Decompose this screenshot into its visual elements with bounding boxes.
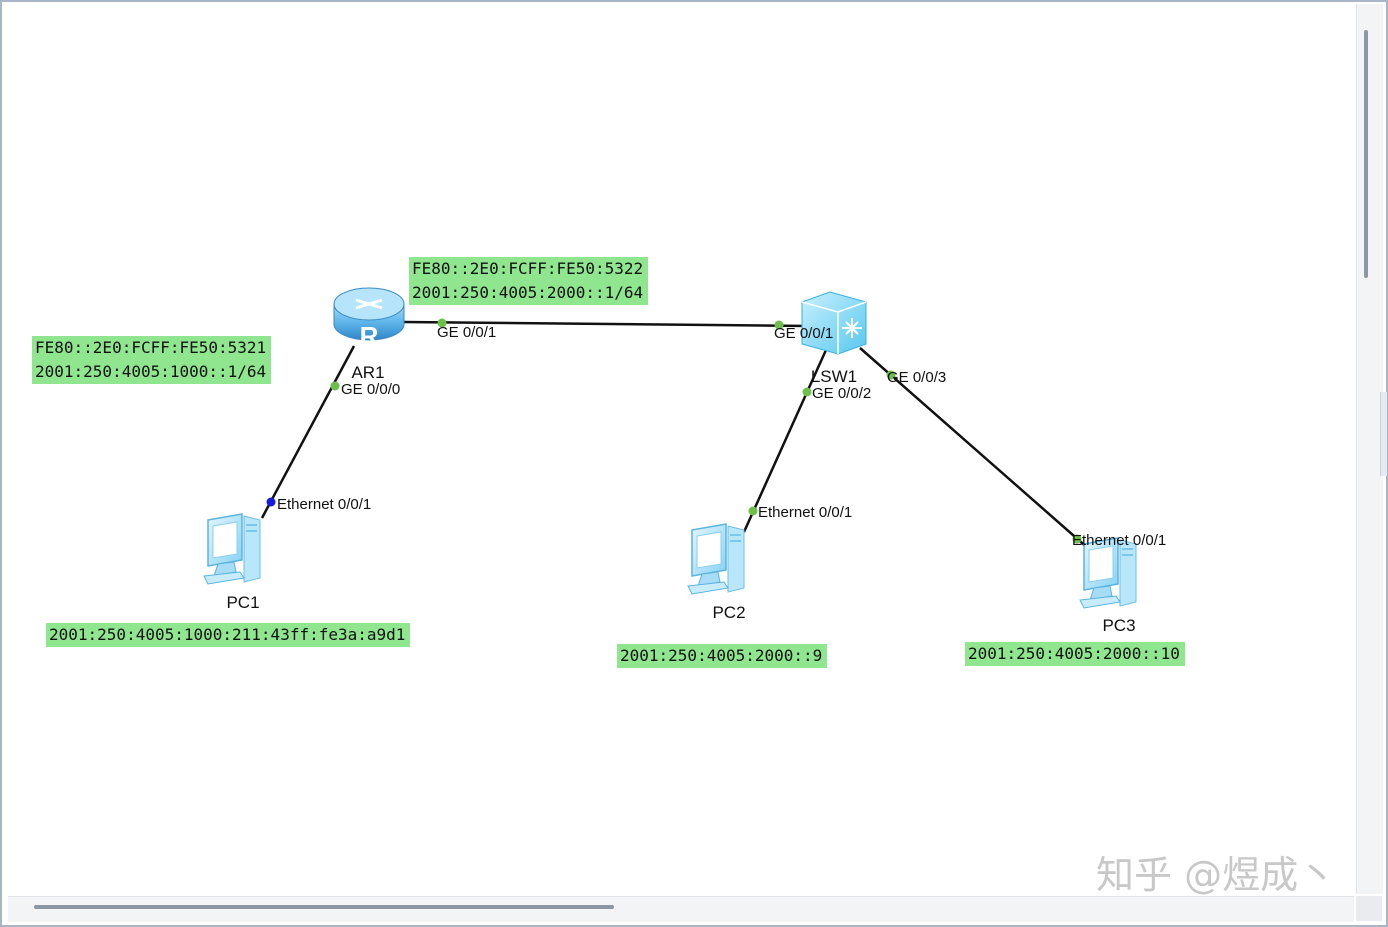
port-label: GE 0/0/1: [774, 325, 833, 342]
port-dot[interactable]: [774, 320, 784, 330]
port-dot[interactable]: [266, 497, 276, 507]
port-label: GE 0/0/0: [341, 381, 400, 398]
port-dot[interactable]: [437, 318, 447, 328]
device-label-pc2: PC2: [712, 603, 745, 622]
link-lsw1-pc2[interactable]: [742, 349, 828, 533]
port-label: GE 0/0/3: [887, 369, 946, 386]
address-line: FE80::2E0:FCFF:FE50:5321: [35, 338, 267, 357]
address-label-pc2[interactable]: 2001:250:4005:2000::9: [617, 644, 828, 668]
port-label: GE 0/0/1: [437, 324, 496, 341]
link-ar1-pc1[interactable]: [260, 345, 356, 519]
vertical-scrollbar[interactable]: [1356, 4, 1383, 894]
port-dot[interactable]: [748, 506, 758, 516]
pc-icon[interactable]: [203, 513, 261, 585]
port-label: Ethernet 0/0/1: [1072, 532, 1166, 549]
router-icon[interactable]: R: [333, 287, 405, 351]
port-dot[interactable]: [886, 370, 896, 380]
link-ar1-lsw1[interactable]: [403, 320, 809, 328]
device-label-lsw1: LSW1: [811, 367, 857, 386]
address-label-pc3[interactable]: 2001:250:4005:2000::10: [965, 642, 1185, 666]
horizontal-scrollbar-thumb[interactable]: [34, 905, 614, 909]
port-dot[interactable]: [330, 381, 340, 391]
topology-canvas[interactable]: [8, 4, 1354, 894]
address-label-pc1[interactable]: 2001:250:4005:1000:211:43ff:fe3a:a9d1: [46, 623, 411, 647]
port-dot[interactable]: [1072, 534, 1082, 544]
pc-icon[interactable]: [687, 523, 745, 595]
horizontal-scrollbar[interactable]: [8, 896, 1354, 922]
side-panel-handle[interactable]: [1380, 392, 1387, 476]
device-label-ar1: AR1: [351, 363, 384, 382]
address-line: 2001:250:4005:1000::1/64: [35, 362, 267, 381]
address-line: 2001:250:4005:2000::1/64: [412, 283, 644, 302]
scrollbar-corner: [1356, 896, 1382, 921]
vertical-scrollbar-thumb[interactable]: [1364, 30, 1368, 278]
link-lsw1-pc3[interactable]: [859, 347, 1091, 551]
watermark: 知乎 @煜成丶: [1096, 853, 1337, 897]
switch-icon[interactable]: [801, 291, 867, 355]
port-label: GE 0/0/2: [812, 385, 871, 402]
svg-text:R: R: [360, 321, 379, 351]
device-label-pc1: PC1: [226, 593, 259, 612]
port-label: Ethernet 0/0/1: [277, 496, 371, 513]
port-dot[interactable]: [802, 387, 812, 397]
port-label: Ethernet 0/0/1: [758, 504, 852, 521]
device-label-pc3: PC3: [1102, 616, 1135, 635]
address-line: FE80::2E0:FCFF:FE50:5322: [412, 259, 644, 278]
